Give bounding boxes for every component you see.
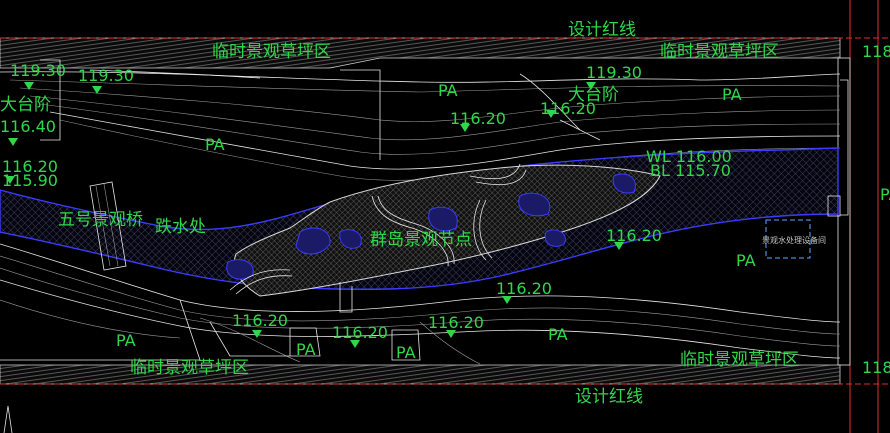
elevation-label: 116.20 bbox=[332, 323, 388, 342]
elevation-label: 119.30 bbox=[78, 66, 134, 85]
pa-label: PA bbox=[438, 81, 458, 100]
temp-lawn-top-right-label: 临时景观草坪区 bbox=[660, 42, 779, 62]
pa-label: PA bbox=[116, 331, 136, 350]
elevation-label: 116.20 bbox=[232, 311, 288, 330]
design-red-line-top-label: 设计红线 bbox=[568, 20, 636, 40]
design-red-line-bottom-label: 设计红线 bbox=[575, 387, 643, 407]
pa-label: PA bbox=[296, 340, 316, 359]
elevation-markers bbox=[5, 82, 624, 348]
big-steps-right-label: 大台阶 bbox=[568, 85, 619, 105]
pa-label: PA bbox=[548, 325, 568, 344]
elevation-label: 118 bbox=[862, 358, 890, 377]
equipment-room-box bbox=[765, 219, 811, 259]
pa-label: PA bbox=[396, 343, 416, 362]
bridge-five-label: 五号景观桥 bbox=[58, 210, 143, 230]
elevation-label: 116.20 bbox=[606, 226, 662, 245]
right-building bbox=[840, 79, 849, 216]
elevation-label: 116.20 bbox=[540, 99, 596, 118]
bottom-level-label: BL 115.70 bbox=[650, 161, 731, 180]
elevation-label: 119.30 bbox=[586, 63, 642, 82]
north-arrow bbox=[3, 405, 13, 433]
elevation-label: 116.20 bbox=[2, 157, 58, 176]
pa-label: PA bbox=[880, 185, 890, 204]
diving-spot-label: 跌水处 bbox=[155, 217, 206, 237]
temp-lawn-bottom-left-label: 临时景观草坪区 bbox=[130, 358, 249, 378]
elevation-label: 116.20 bbox=[496, 279, 552, 298]
pa-label: PA bbox=[722, 85, 742, 104]
elevation-label: 119.30 bbox=[10, 61, 66, 80]
equipment-room-label: 景观水处理设备间 bbox=[762, 235, 826, 245]
big-steps-left-label: 大台阶 bbox=[0, 95, 51, 115]
elevation-label: 115.90 bbox=[2, 171, 58, 190]
elevation-label: 116.40 bbox=[0, 117, 56, 136]
equipment-room-outline bbox=[827, 195, 841, 217]
islands bbox=[226, 173, 636, 280]
temp-lawn-bottom-right-label: 临时景观草坪区 bbox=[680, 350, 799, 370]
island-node-label: 群岛景观节点 bbox=[370, 230, 472, 250]
elevation-label: 118 bbox=[862, 42, 890, 61]
top-promenade bbox=[0, 59, 841, 181]
island-paths bbox=[229, 163, 527, 313]
pa-label: PA bbox=[736, 251, 756, 270]
water-level-label: WL 116.00 bbox=[646, 147, 732, 166]
temp-lawn-top-left-label: 临时景观草坪区 bbox=[212, 42, 331, 62]
pa-label: PA bbox=[205, 135, 225, 154]
elevation-label: 116.20 bbox=[450, 109, 506, 128]
elevation-label: 116.20 bbox=[428, 313, 484, 332]
bridge-five bbox=[89, 181, 127, 271]
